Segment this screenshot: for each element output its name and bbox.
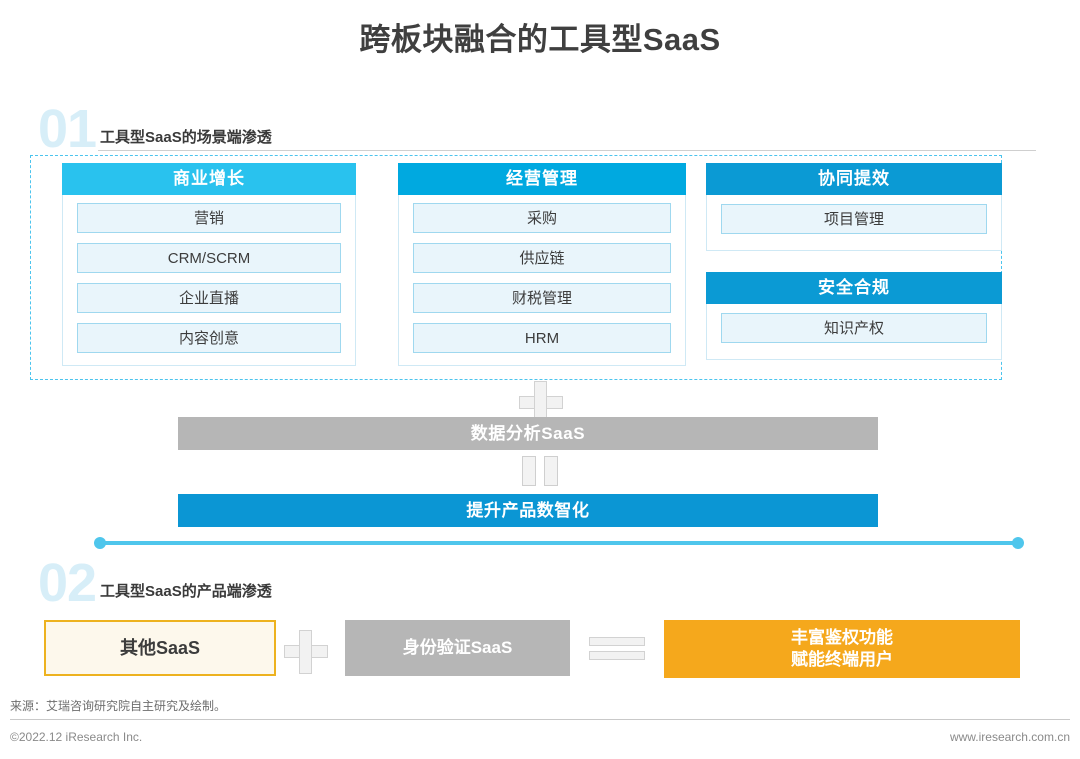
- box-identity-auth-saas[interactable]: 身份验证SaaS: [345, 620, 570, 676]
- category-item[interactable]: 内容创意: [77, 323, 341, 353]
- category-item[interactable]: 知识产权: [721, 313, 987, 343]
- box-outcome-line-1: 丰富鉴权功能: [791, 628, 893, 647]
- section-01-rule: [98, 150, 1036, 151]
- category-header: 协同提效: [706, 163, 1002, 195]
- plus-icon-center: [300, 646, 311, 657]
- category-item[interactable]: 供应链: [413, 243, 671, 273]
- pause-icon-bar-left: [522, 456, 536, 486]
- section-01-header: 01 工具型SaaS的场景端渗透: [38, 102, 1036, 156]
- pause-icon: [522, 456, 560, 486]
- plus-icon: [519, 381, 563, 425]
- category-card-security-compliance[interactable]: 安全合规 知识产权: [706, 272, 1002, 360]
- category-item-list: 营销 CRM/SCRM 企业直播 内容创意: [63, 195, 355, 353]
- box-outcome-line-2: 赋能终端用户: [791, 650, 893, 669]
- category-item[interactable]: 项目管理: [721, 204, 987, 234]
- category-item[interactable]: CRM/SCRM: [77, 243, 341, 273]
- category-item[interactable]: 企业直播: [77, 283, 341, 313]
- box-outcome[interactable]: 丰富鉴权功能 赋能终端用户: [664, 620, 1020, 678]
- plus-icon-center: [535, 397, 546, 408]
- footer-divider: [10, 719, 1070, 720]
- section-divider-line: [98, 541, 1020, 545]
- category-item[interactable]: 采购: [413, 203, 671, 233]
- category-item[interactable]: 财税管理: [413, 283, 671, 313]
- box-other-saas[interactable]: 其他SaaS: [44, 620, 276, 676]
- section-01-label: 工具型SaaS的场景端渗透: [100, 129, 272, 146]
- category-card-operations-management[interactable]: 经营管理 采购 供应链 财税管理 HRM: [398, 163, 686, 366]
- website-text: www.iresearch.com.cn: [949, 730, 1070, 744]
- category-header: 安全合规: [706, 272, 1002, 304]
- section-01-number: 01: [38, 99, 97, 159]
- page-title: 跨板块融合的工具型SaaS: [359, 22, 721, 57]
- category-item[interactable]: HRM: [413, 323, 671, 353]
- category-card-collaboration-efficiency[interactable]: 协同提效 项目管理: [706, 163, 1002, 251]
- category-header: 商业增长: [62, 163, 356, 195]
- category-item-list: 知识产权: [707, 304, 1001, 343]
- scenario-dashed-panel: [30, 155, 1002, 380]
- category-item[interactable]: 营销: [77, 203, 341, 233]
- category-header: 经营管理: [398, 163, 686, 195]
- data-analysis-bar[interactable]: 数据分析SaaS: [178, 417, 878, 450]
- result-bar-product-intelligence[interactable]: 提升产品数智化: [178, 494, 878, 527]
- section-02-label: 工具型SaaS的产品端渗透: [100, 583, 272, 600]
- copyright-text: ©2022.12 iResearch Inc.: [10, 730, 143, 744]
- category-card-business-growth[interactable]: 商业增长 营销 CRM/SCRM 企业直播 内容创意: [62, 163, 356, 366]
- category-item-list: 项目管理: [707, 195, 1001, 234]
- equals-icon-bar-top: [589, 637, 645, 646]
- section-divider-dot-right: [1012, 537, 1024, 549]
- section-02-header: 02 工具型SaaS的产品端渗透: [38, 556, 998, 610]
- section-02-number: 02: [38, 553, 97, 613]
- pause-icon-bar-right: [544, 456, 558, 486]
- category-item-list: 采购 供应链 财税管理 HRM: [399, 195, 685, 353]
- equals-icon: [589, 637, 645, 661]
- section-divider-dot-left: [94, 537, 106, 549]
- equals-icon-bar-bottom: [589, 651, 645, 660]
- source-note: 来源：艾瑞咨询研究院自主研究及绘制。: [10, 699, 227, 713]
- plus-icon: [284, 630, 328, 674]
